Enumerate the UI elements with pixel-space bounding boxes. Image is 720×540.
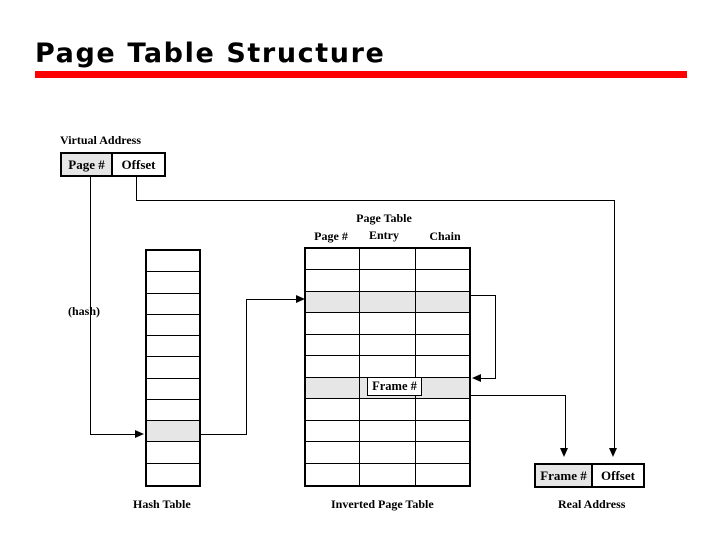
hash-table-row[interactable] [147, 251, 199, 273]
hash-table-row[interactable] [147, 421, 199, 443]
page-table-row[interactable] [306, 356, 469, 378]
page-table-cell-0 [306, 442, 360, 463]
offset-connector-horizontal [136, 200, 615, 201]
page-table-cell-2 [416, 313, 469, 333]
page-table-row[interactable] [306, 442, 469, 464]
page-table-cell-0 [306, 463, 360, 485]
inverted-page-table-caption: Inverted Page Table [331, 497, 434, 511]
page-table-header-page-number: Page # [314, 229, 348, 243]
hash-table-row[interactable] [147, 272, 199, 294]
virtual-address-caption: Virtual Address [60, 133, 142, 147]
page-table-cell-0 [306, 399, 360, 420]
chain-connector-horizontal-2 [481, 378, 496, 379]
frame-connector-horizontal [471, 395, 566, 396]
virtual-address-offset-cell: Offset [113, 154, 164, 175]
hash-hit-connector-horizontal-1 [200, 434, 247, 435]
page-table-cell-1 [360, 313, 416, 334]
page-number-connector-arrowhead-icon [135, 430, 144, 438]
page-table-row[interactable] [306, 399, 469, 421]
hash-operation-label: (hash) [68, 304, 101, 318]
page-table-cell-2 [416, 421, 469, 441]
page-table-row[interactable] [306, 334, 469, 357]
page-table-cell-1 [360, 420, 416, 442]
page-table-header-entry-line1: Page Table [356, 211, 412, 225]
page-table-cell-2 [416, 356, 469, 376]
title-underline-rule [35, 71, 687, 78]
page-table-cell-1 [360, 399, 416, 420]
page-table-cell-2 [416, 464, 469, 485]
page-table-header-entry-line2: Entry [369, 228, 399, 242]
page-title: Page Table Structure [35, 38, 386, 69]
page-table-cell-0 [306, 377, 360, 399]
page-number-connector-vertical [90, 177, 91, 435]
hash-hit-connector-vertical [246, 299, 247, 435]
page-table-cell-1 [360, 356, 416, 377]
page-table-cell-2 [416, 442, 469, 462]
page-table-row[interactable] [306, 270, 469, 292]
page-table-cell-1 [360, 442, 416, 463]
hash-hit-connector-arrowhead-icon [296, 295, 305, 303]
real-address-frame-cell: Frame # [536, 465, 593, 486]
chain-connector-arrowhead-icon [472, 374, 481, 382]
hash-table[interactable] [145, 249, 201, 487]
page-table-cell-0 [306, 270, 360, 291]
page-table-cell-0 [306, 313, 360, 334]
hash-table-row[interactable] [147, 314, 199, 337]
virtual-address-page-cell: Page # [62, 154, 114, 175]
hash-hit-connector-horizontal-2 [246, 299, 297, 300]
page-table-row[interactable] [306, 420, 469, 443]
page-table-row[interactable] [306, 291, 469, 314]
page-table-header-chain: Chain [429, 229, 461, 243]
page-table-row[interactable] [306, 313, 469, 335]
page-table-cell-2 [416, 335, 469, 355]
real-address-box: Frame # Offset [534, 463, 645, 488]
page-table-cell-2 [416, 378, 469, 398]
page-table-cell-0 [306, 356, 360, 377]
hash-table-caption: Hash Table [133, 497, 191, 511]
frame-number-tag: Frame # [367, 377, 422, 396]
page-table-cell-1 [360, 463, 416, 485]
hash-table-row[interactable] [147, 378, 199, 400]
hash-table-row[interactable] [147, 357, 199, 379]
page-table-cell-2 [416, 399, 469, 419]
hash-table-row[interactable] [147, 293, 199, 315]
hash-table-row[interactable] [147, 463, 199, 485]
frame-connector-arrowhead-icon [560, 448, 568, 457]
page-table-cell-2 [416, 292, 469, 312]
real-address-caption: Real Address [558, 497, 626, 511]
page-table-cell-1 [360, 291, 416, 313]
page-table-cell-0 [306, 249, 360, 270]
page-table-row[interactable] [306, 463, 469, 485]
inverted-page-table[interactable] [304, 247, 471, 487]
page-table-cell-1 [360, 334, 416, 356]
virtual-address-box: Page # Offset [60, 152, 166, 177]
page-table-cell-0 [306, 420, 360, 442]
page-number-connector-horizontal [90, 434, 136, 435]
page-table-cell-2 [416, 249, 469, 269]
page-table-cell-1 [360, 270, 416, 291]
hash-table-row[interactable] [147, 442, 199, 464]
chain-connector-horizontal-1 [471, 295, 496, 296]
frame-connector-vertical [565, 395, 566, 449]
hash-table-row[interactable] [147, 399, 199, 422]
page-table-cell-0 [306, 334, 360, 356]
page-table-cell-2 [416, 270, 469, 290]
chain-connector-vertical [495, 295, 496, 379]
offset-connector-vertical-2 [614, 200, 615, 449]
offset-connector-vertical-1 [136, 177, 137, 201]
page-table-cell-1 [360, 249, 416, 270]
page-table-row[interactable] [306, 249, 469, 271]
page-table-cell-0 [306, 291, 360, 313]
real-address-offset-cell: Offset [593, 465, 643, 486]
hash-table-row[interactable] [147, 336, 199, 358]
offset-connector-arrowhead-icon [609, 448, 617, 457]
